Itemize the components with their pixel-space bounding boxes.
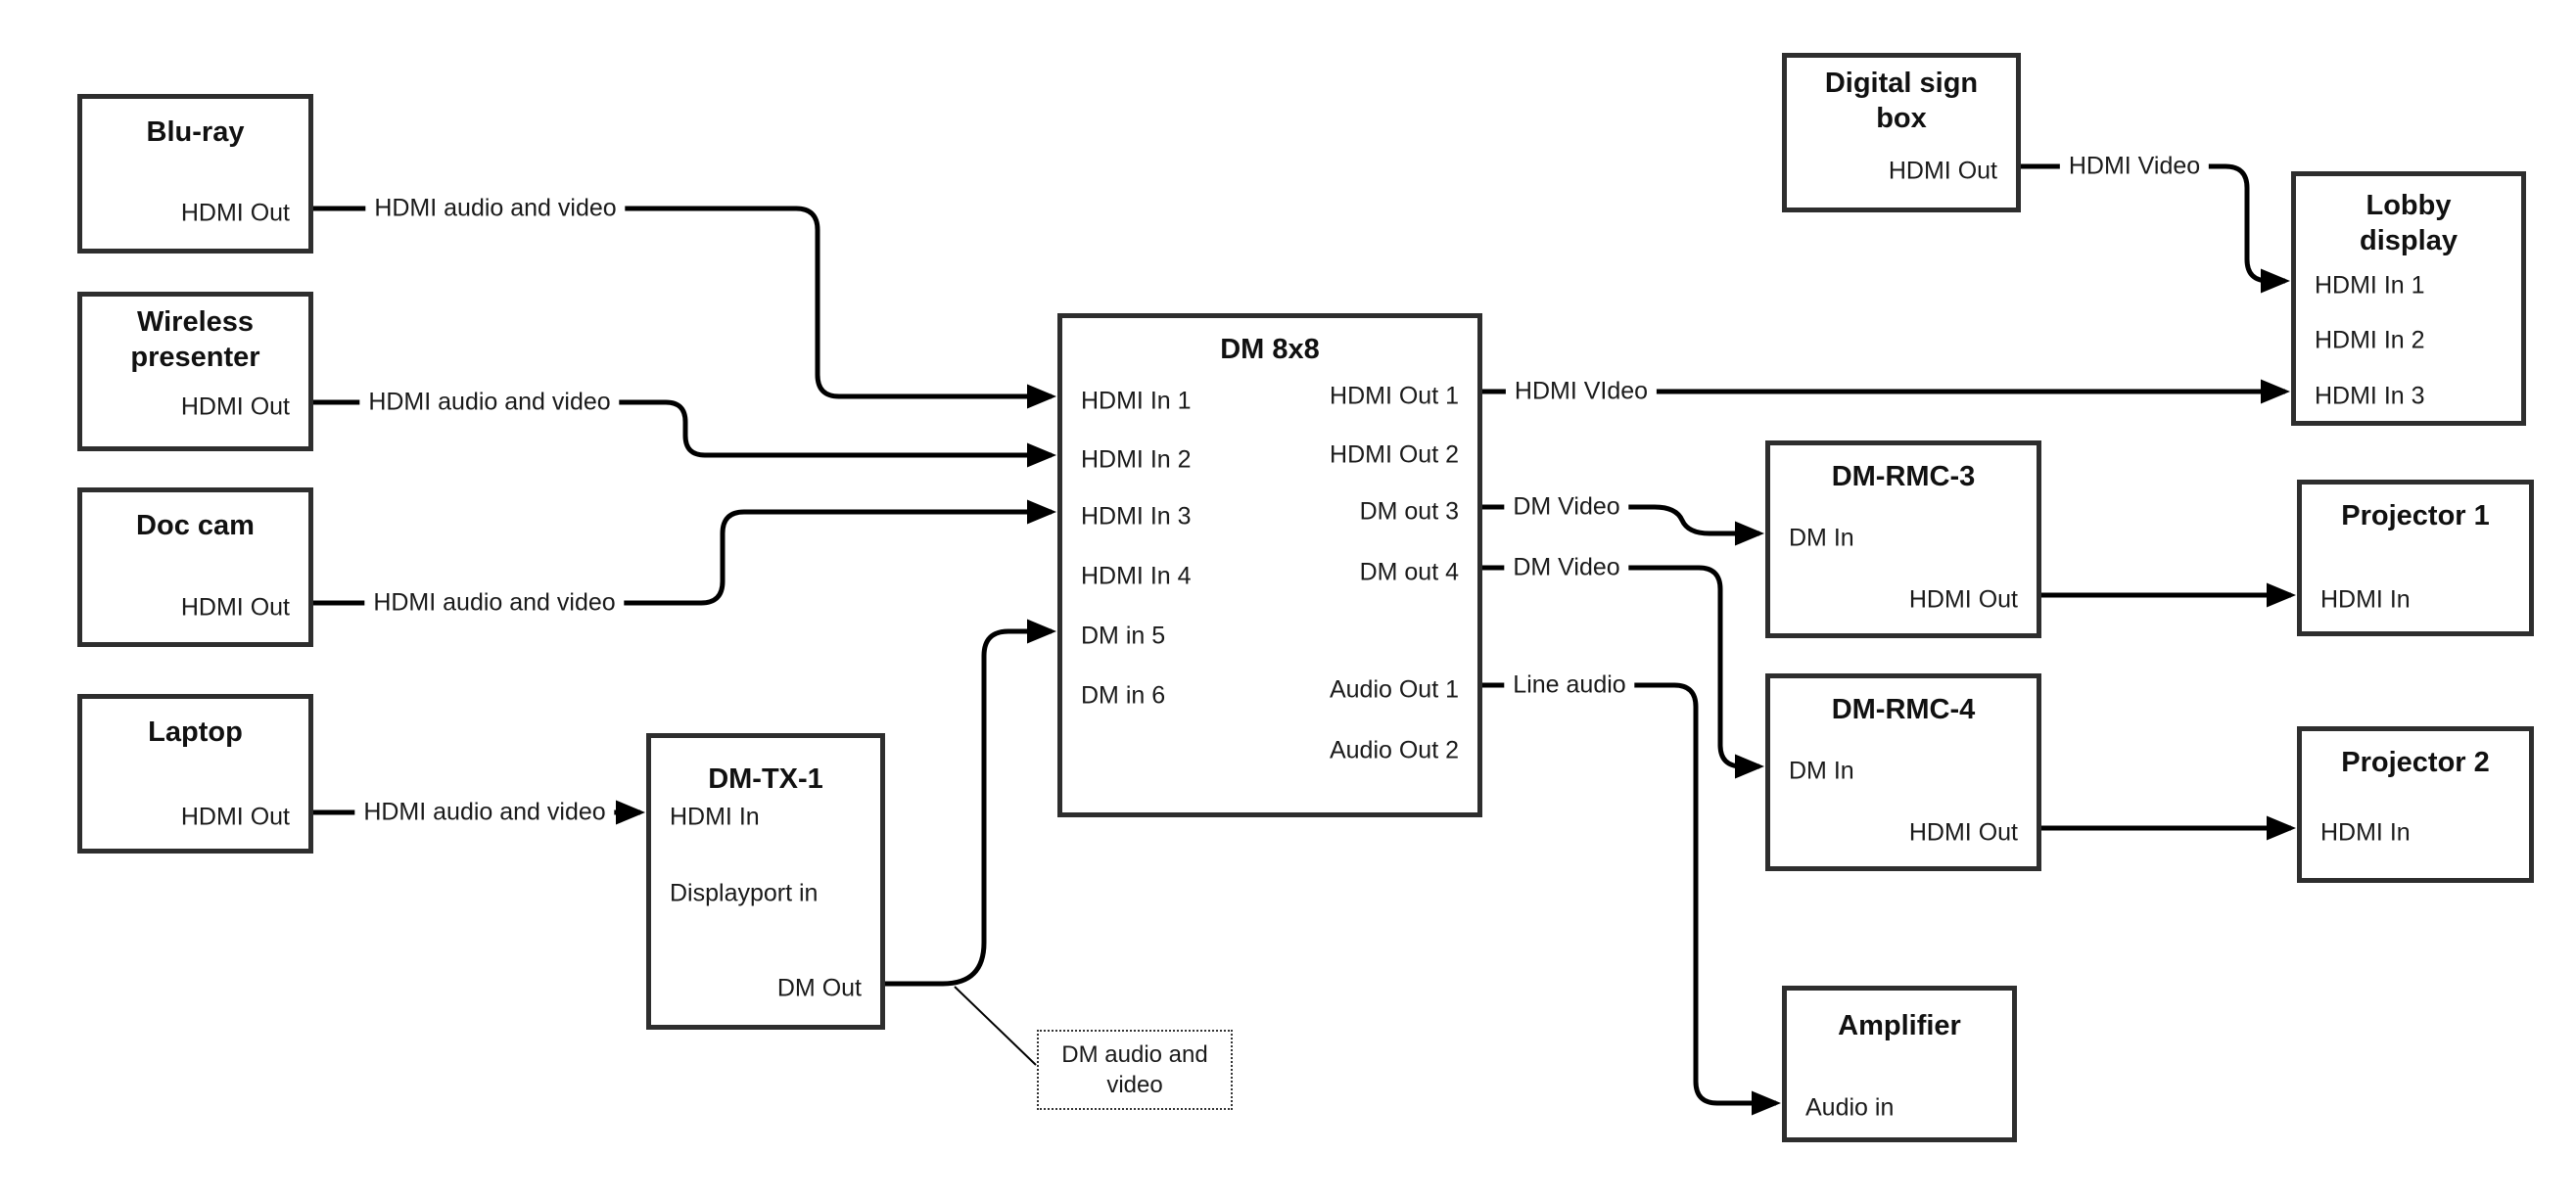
port-hdmi-out: HDMI Out <box>1888 157 1997 185</box>
port-hdmi-in: HDMI In <box>670 803 760 831</box>
port-hdmi-in-2: HDMI In 2 <box>2315 326 2425 354</box>
node-projector-1: Projector 1 HDMI In <box>2297 480 2534 636</box>
edge-label-line-audio: Line audio <box>1504 670 1635 701</box>
edge-label-dm-video-1: DM Video <box>1504 491 1629 523</box>
port-dm-in: DM In <box>1789 757 1854 785</box>
edge-label-hdmi-video-out-1: HDMI VIdeo <box>1505 376 1658 407</box>
node-blu-ray: Blu-ray HDMI Out <box>77 94 313 254</box>
node-title: DM-TX-1 <box>708 763 823 795</box>
node-title: DM-RMC-4 <box>1831 694 1976 725</box>
port-hdmi-out: HDMI Out <box>180 199 290 227</box>
node-wireless-presenter: Wireless presenter HDMI Out <box>77 292 313 451</box>
port-dm-in-5: DM in 5 <box>1081 622 1166 650</box>
node-digital-sign-box: Digital sign box HDMI Out <box>1782 53 2021 212</box>
node-title: Amplifier <box>1838 1010 1961 1041</box>
port-audio-in: Audio in <box>1805 1093 1895 1122</box>
edge-label-hdmi-audio-and-video-4: HDMI audio and video <box>354 797 615 828</box>
edge-label-hdmi-audio-and-video-1: HDMI audio and video <box>365 193 626 224</box>
port-dm-out: DM Out <box>776 974 862 1002</box>
port-audio-out-2: Audio Out 2 <box>1329 736 1459 764</box>
port-hdmi-out: HDMI Out <box>1908 818 2018 847</box>
node-title: Laptop <box>148 716 243 748</box>
port-hdmi-in-4: HDMI In 4 <box>1081 562 1192 590</box>
port-hdmi-in: HDMI In <box>2320 818 2411 847</box>
node-title: Digital sign box <box>1824 68 1979 134</box>
port-audio-out-1: Audio Out 1 <box>1329 675 1459 704</box>
port-hdmi-in-3: HDMI In 3 <box>1081 502 1192 531</box>
node-title: Wireless presenter <box>130 306 260 373</box>
port-displayport-in: Displayport in <box>670 879 819 907</box>
node-lobby-display: Lobby display HDMI In 1 HDMI In 2 HDMI I… <box>2291 171 2526 426</box>
port-hdmi-in-1: HDMI In 1 <box>2315 271 2425 300</box>
node-projector-2: Projector 2 HDMI In <box>2297 726 2534 883</box>
port-hdmi-in: HDMI In <box>2320 585 2411 614</box>
edge-label-dm-video-2: DM Video <box>1504 552 1629 583</box>
port-hdmi-in-3: HDMI In 3 <box>2315 382 2425 410</box>
callout-leader-line <box>954 986 1037 1066</box>
port-dm-in-6: DM in 6 <box>1081 681 1166 710</box>
connector-dm8x8-dm-out-4-to-dm-rmc-4-dm-in <box>1482 565 1764 779</box>
node-dm-rmc-3: DM-RMC-3 DM In HDMI Out <box>1765 440 2041 638</box>
port-dm-out-4: DM out 4 <box>1359 558 1459 586</box>
port-dm-in: DM In <box>1789 524 1854 552</box>
port-hdmi-out-1: HDMI Out 1 <box>1330 382 1459 410</box>
edge-label-hdmi-audio-and-video-3: HDMI audio and video <box>364 587 625 619</box>
port-hdmi-out: HDMI Out <box>1908 585 2018 614</box>
connector-digital-sign-to-lobby-hdmi-in-1 <box>2021 163 2290 294</box>
port-hdmi-out: HDMI Out <box>180 593 290 622</box>
node-title: DM 8x8 <box>1220 334 1320 365</box>
port-hdmi-out: HDMI Out <box>180 803 290 831</box>
port-hdmi-out-2: HDMI Out 2 <box>1330 440 1459 469</box>
connector-doc-cam-to-dm8x8-hdmi-in-3 <box>313 499 1056 606</box>
edge-label-hdmi-video-sign: HDMI Video <box>2059 151 2210 182</box>
connector-dm-tx-1-dm-out-to-dm8x8-dm-in-5 <box>885 619 1056 987</box>
connector-blu-ray-to-dm8x8-hdmi-in-1 <box>313 206 1056 409</box>
node-dm-8x8: DM 8x8 HDMI In 1 HDMI In 2 HDMI In 3 HDM… <box>1057 313 1482 817</box>
port-hdmi-in-2: HDMI In 2 <box>1081 445 1192 474</box>
node-dm-rmc-4: DM-RMC-4 DM In HDMI Out <box>1765 673 2041 871</box>
node-title: Blu-ray <box>146 116 245 148</box>
node-title: Doc cam <box>136 510 255 541</box>
node-title: Projector 1 <box>2341 500 2490 531</box>
connector-dm8x8-dm-out-3-to-dm-rmc-3-dm-in <box>1482 504 1764 546</box>
callout-dm-audio-and-video: DM audio and video <box>1037 1030 1233 1110</box>
edge-label-hdmi-audio-and-video-2: HDMI audio and video <box>359 387 620 418</box>
port-dm-out-3: DM out 3 <box>1359 497 1459 526</box>
connector-wireless-to-dm8x8-hdmi-in-2 <box>313 399 1056 468</box>
port-hdmi-out: HDMI Out <box>180 393 290 421</box>
node-title: Projector 2 <box>2341 747 2490 778</box>
node-dm-tx-1: DM-TX-1 HDMI In Displayport in DM Out <box>646 733 885 1030</box>
node-title: DM-RMC-3 <box>1831 461 1976 492</box>
node-amplifier: Amplifier Audio in <box>1782 986 2017 1142</box>
node-laptop: Laptop HDMI Out <box>77 694 313 854</box>
connector-dm8x8-audio-out-1-to-amplifier-audio-in <box>1482 682 1781 1116</box>
node-doc-cam: Doc cam HDMI Out <box>77 487 313 647</box>
node-title: Lobby display <box>2360 190 2458 256</box>
port-hdmi-in-1: HDMI In 1 <box>1081 387 1192 415</box>
